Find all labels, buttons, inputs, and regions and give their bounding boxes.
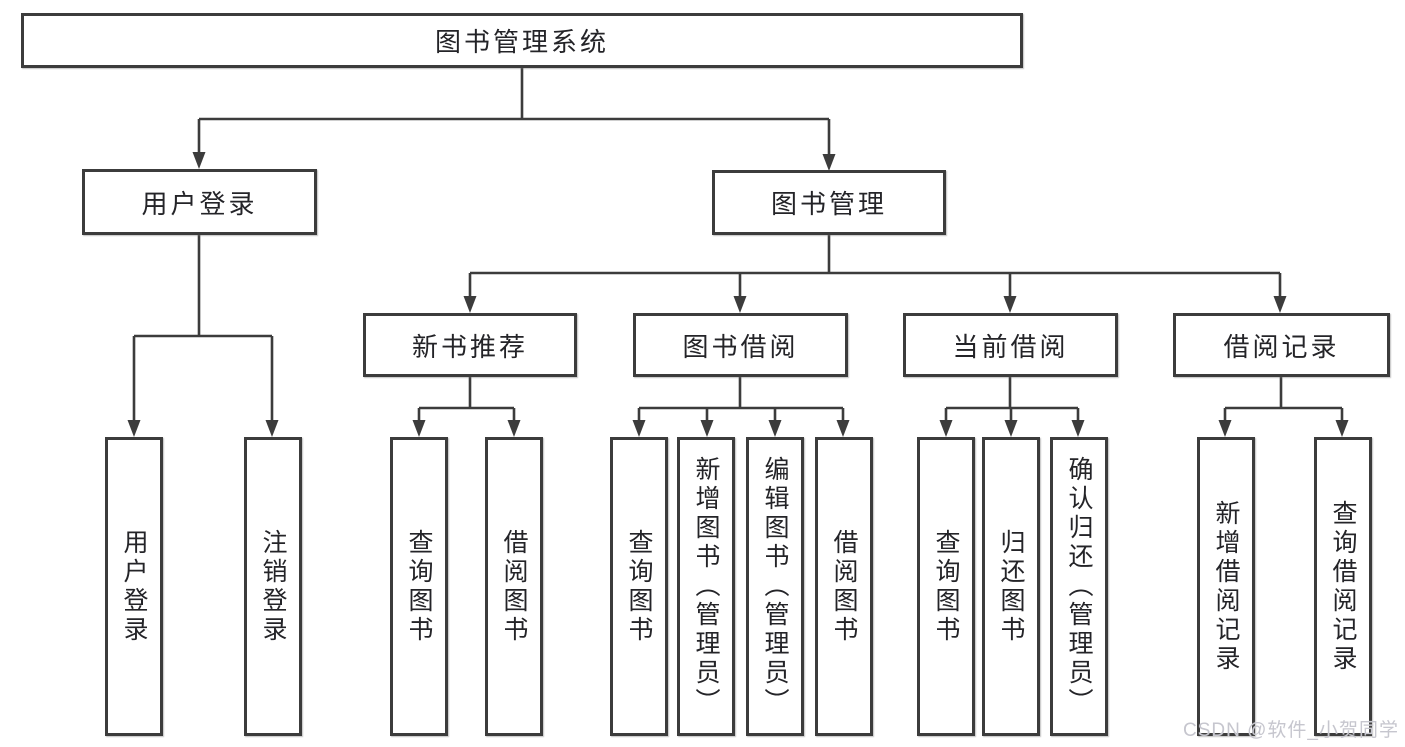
leaf-edit-book-admin: 编辑图书（管理员） bbox=[746, 437, 804, 736]
leaf-return-book: 归还图书 bbox=[982, 437, 1040, 736]
leaf-logout: 注销登录 bbox=[244, 437, 302, 736]
node-user-login: 用户登录 bbox=[82, 169, 317, 235]
leaf-query-books-borrowing: 查询图书 bbox=[610, 437, 668, 736]
leaf-user-login: 用户登录 bbox=[105, 437, 163, 736]
leaf-query-borrow-record: 查询借阅记录 bbox=[1314, 437, 1372, 736]
node-root-system: 图书管理系统 bbox=[21, 13, 1023, 68]
csdn-watermark: CSDN @软件_小贺同学 bbox=[1183, 720, 1399, 741]
node-borrowing-records: 借阅记录 bbox=[1173, 313, 1390, 377]
node-book-management: 图书管理 bbox=[712, 170, 946, 235]
leaf-query-books-recommend: 查询图书 bbox=[390, 437, 448, 736]
leaf-add-borrow-record: 新增借阅记录 bbox=[1197, 437, 1255, 736]
leaf-borrow-books-recommend: 借阅图书 bbox=[485, 437, 543, 736]
node-book-borrowing: 图书借阅 bbox=[633, 313, 848, 377]
leaf-query-books-current: 查询图书 bbox=[917, 437, 975, 736]
arrowhead-icons bbox=[127, 152, 1349, 437]
node-new-book-recommend: 新书推荐 bbox=[363, 313, 577, 377]
leaf-confirm-return-admin: 确认归还（管理员） bbox=[1050, 437, 1108, 736]
node-current-borrowing: 当前借阅 bbox=[903, 313, 1118, 377]
leaf-borrow-books-borrowing: 借阅图书 bbox=[815, 437, 873, 736]
leaf-add-book-admin: 新增图书（管理员） bbox=[677, 437, 735, 736]
